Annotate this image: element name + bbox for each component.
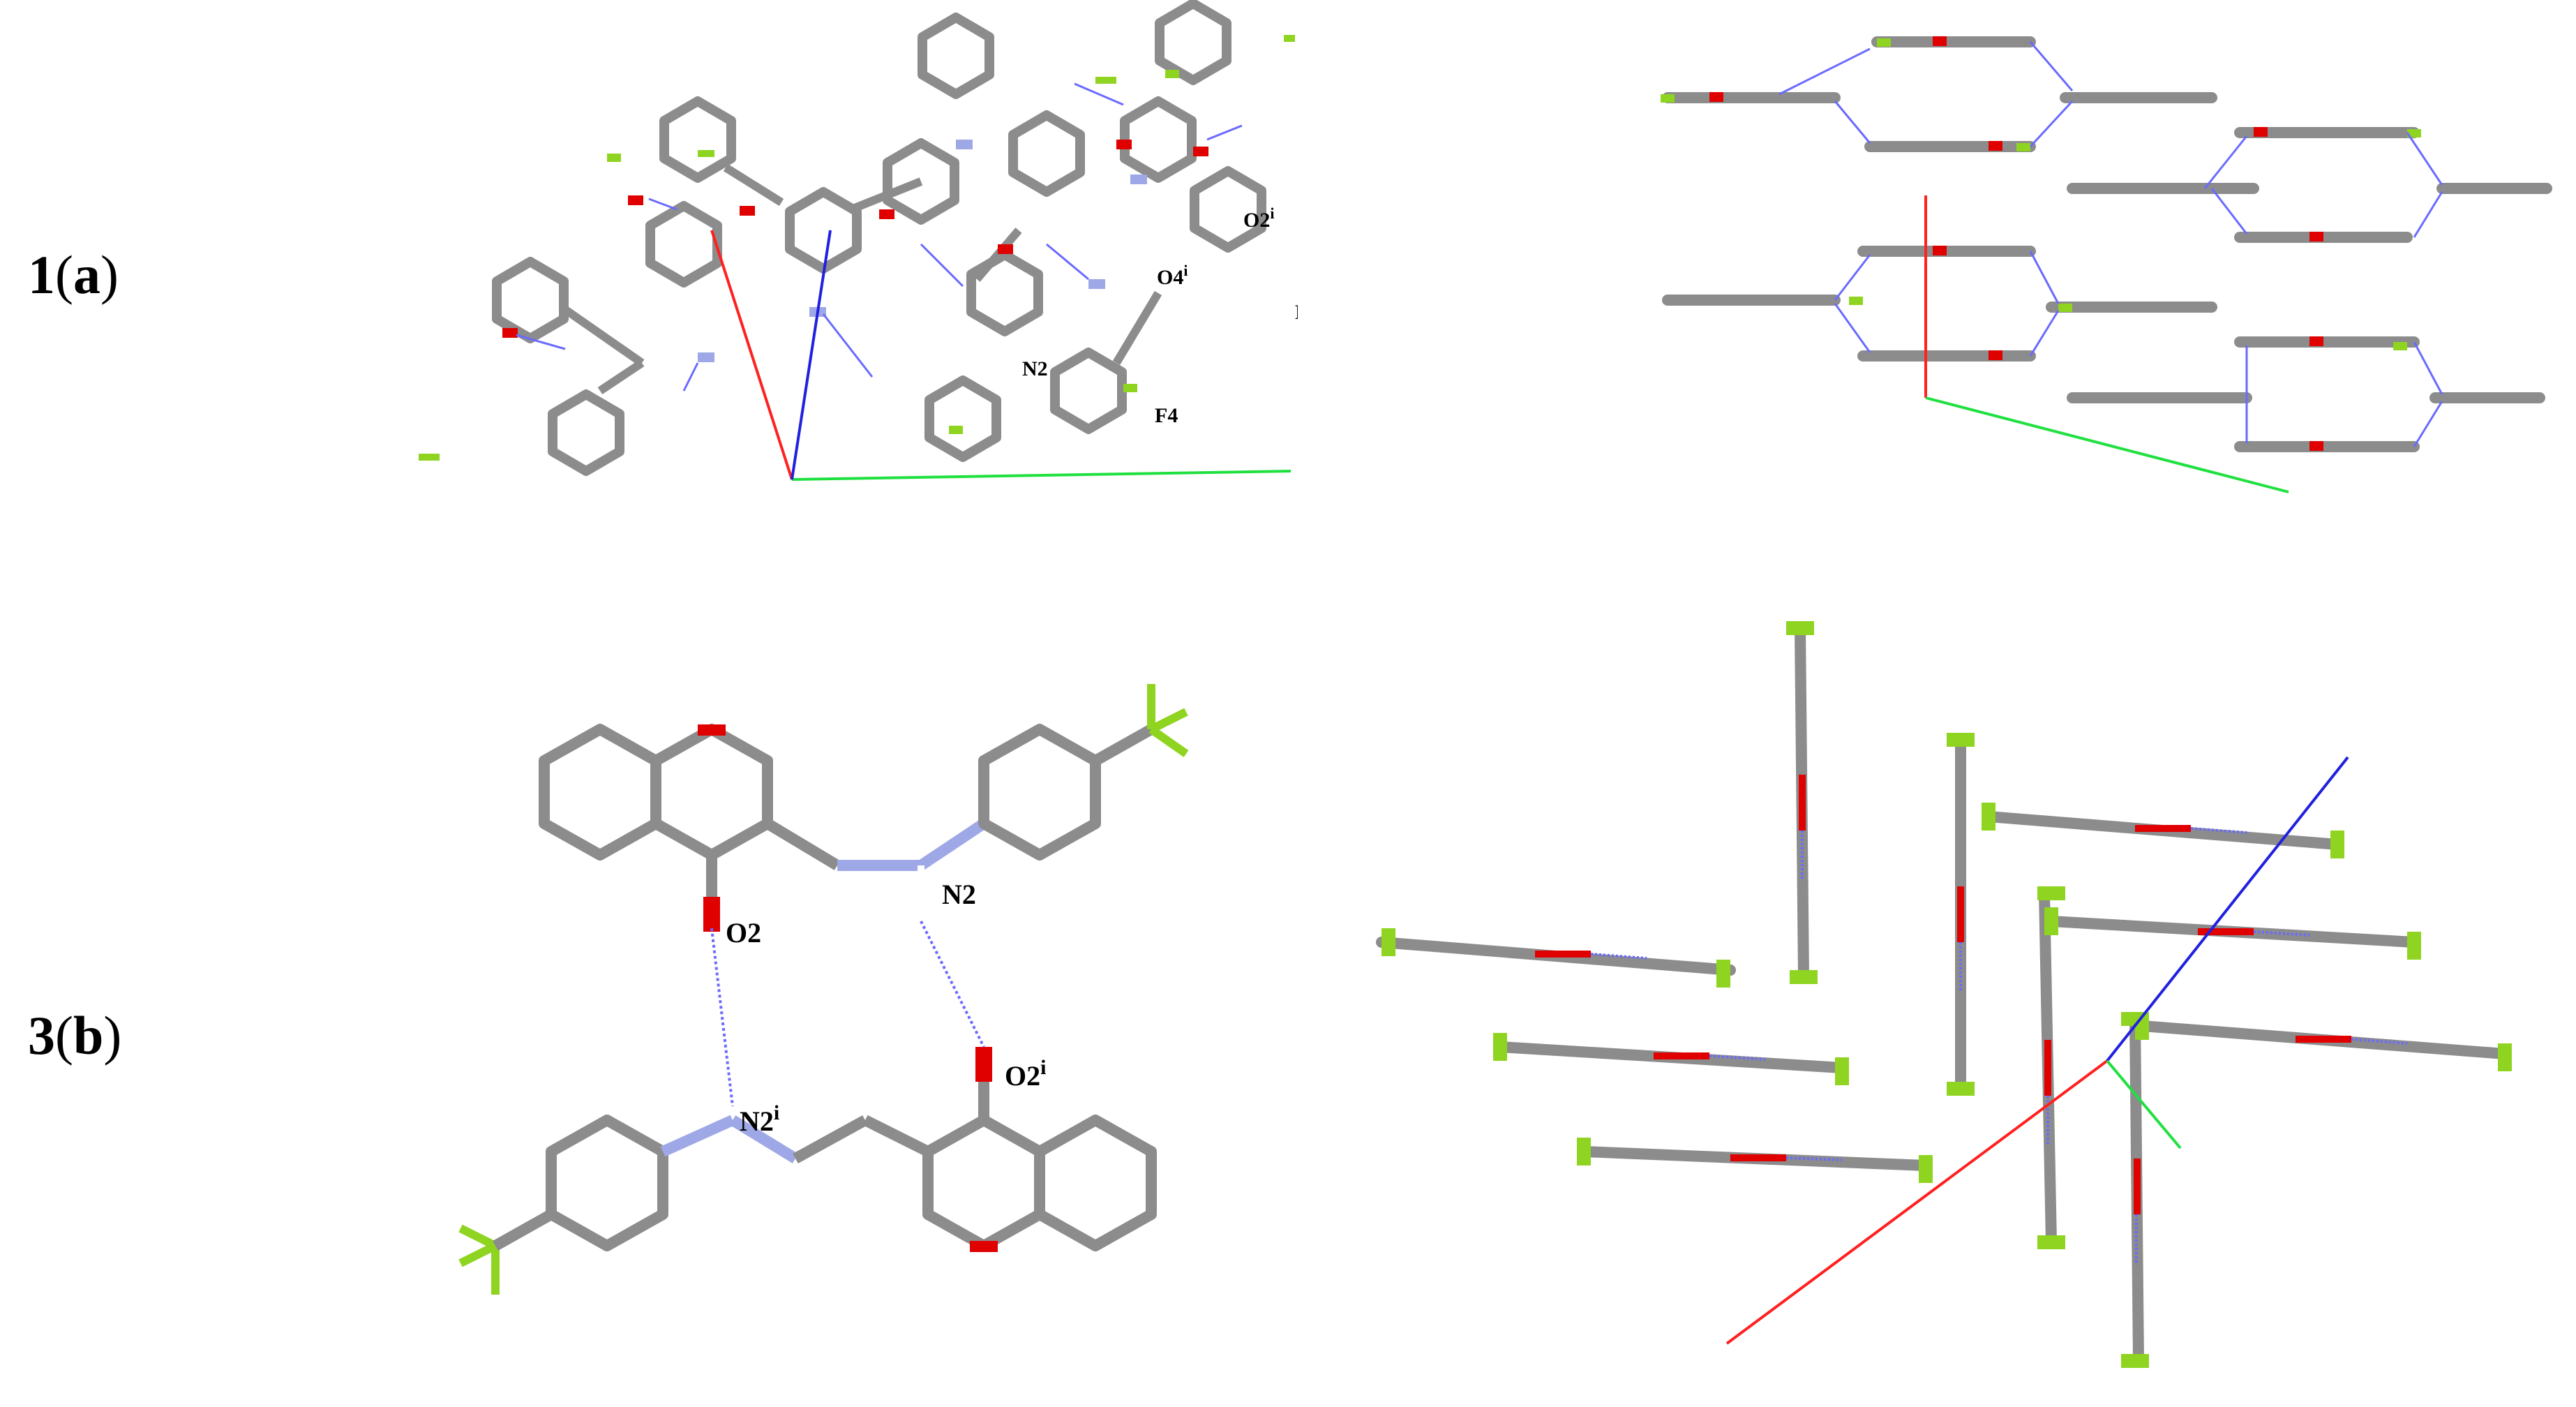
panel-label-1a: 1(a) — [28, 244, 119, 305]
molecule-group — [419, 3, 1295, 471]
atom-label-n2: N2 — [942, 879, 976, 910]
oxygen-ring-bottom — [970, 1241, 998, 1252]
atom-label-o2i: O2i — [1005, 1056, 1046, 1092]
hbond-n2-o2i — [920, 921, 985, 1048]
hbond-dimer-3b: O2 N2 N2i O2i — [458, 684, 1189, 1295]
atom-label-n2: N2 — [1022, 357, 1048, 380]
axis-b-line — [791, 470, 1291, 481]
panel-label-3b: 3(b) — [28, 1005, 122, 1066]
axis-c-line — [791, 230, 832, 480]
axis-b-line — [2106, 1059, 2182, 1149]
panel-number: 3 — [28, 1005, 55, 1066]
hbond-o2-n2i — [710, 928, 734, 1107]
atom-label-n2i: N2i — [740, 1101, 779, 1138]
atom-label-o2: O2 — [726, 917, 761, 948]
bottom-molecule — [458, 1047, 1157, 1295]
panel-letter: a — [73, 244, 100, 305]
oxygen-ring-top — [698, 724, 726, 736]
top-molecule — [539, 684, 1189, 932]
atom-label-o4: O4i — [1157, 262, 1188, 290]
axis-c-line — [2106, 756, 2349, 1062]
atom-label-o2: O2i — [1243, 204, 1274, 232]
atom-label-n4: N4 — [1295, 301, 1298, 324]
axis-b-line — [1925, 396, 2289, 493]
panel-letter: b — [73, 1005, 104, 1066]
molecule-layer — [1661, 36, 2552, 452]
crystal-packing-3b — [1376, 621, 2512, 1368]
panel-number: 1 — [28, 244, 55, 305]
axis-a-line — [1725, 1059, 2109, 1345]
crystal-packing-1a-left: N2 F4 O4i N4 O2i — [419, 0, 1298, 481]
axis-a-line — [710, 230, 793, 480]
crystal-packing-1a-right — [1661, 36, 2552, 493]
atom-label-f4: F4 — [1155, 404, 1178, 427]
